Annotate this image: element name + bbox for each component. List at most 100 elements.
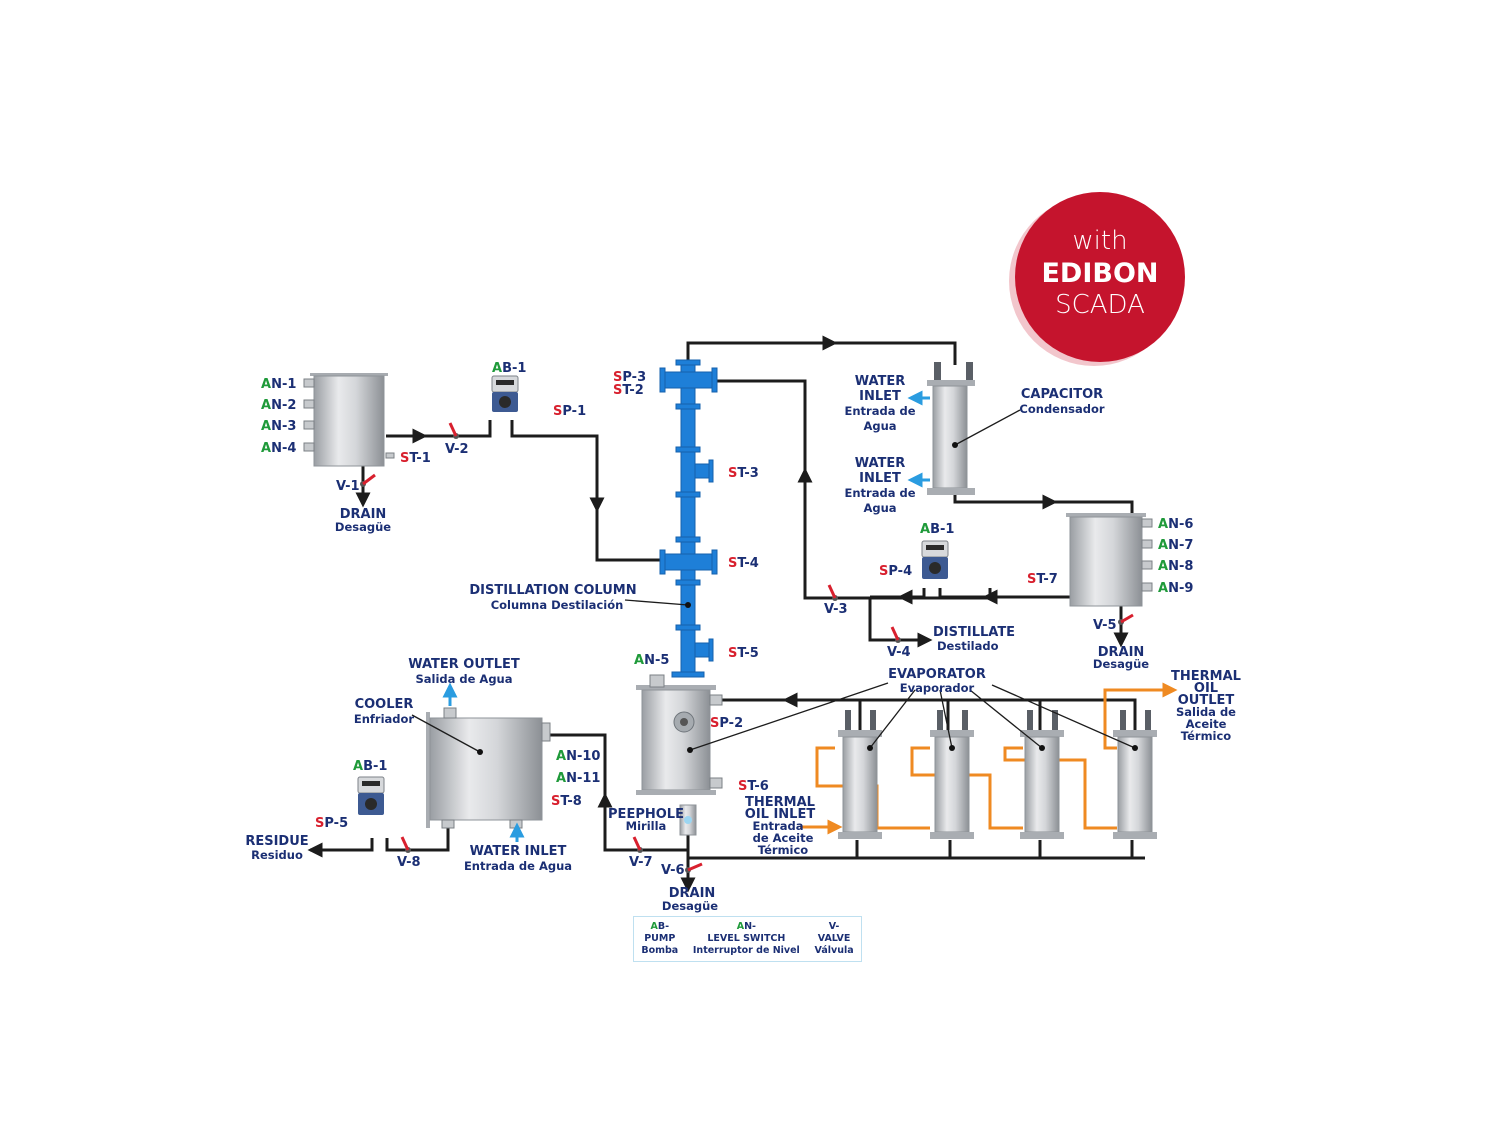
column-title: DISTILLATION COLUMN: [469, 583, 636, 598]
condenser-water-bottom-l4: Agua: [863, 501, 896, 515]
feed-pump[interactable]: [491, 375, 519, 412]
boiler: [636, 674, 723, 836]
tag-v-2: V-2: [445, 442, 469, 457]
boiler-drain-label: DRAIN: [669, 886, 716, 901]
feed-tank-body: [313, 375, 385, 467]
tag-v-8: V-8: [397, 855, 421, 870]
tag-an-2: AN-2: [261, 398, 296, 413]
legend-item-valve: V- VALVE Válvula: [814, 921, 854, 956]
oil-outlet-l1: THERMAL: [1171, 669, 1241, 684]
tag-v-5: V-5: [1093, 618, 1117, 633]
distillate-tank-body: [1069, 516, 1143, 607]
valve-v4[interactable]: [890, 626, 901, 643]
tag-st-6: ST-6: [738, 779, 769, 794]
tag-v-6: V-6: [661, 863, 685, 878]
condenser-water-top-l3: Entrada de: [845, 404, 916, 418]
cooler-water-inlet-es: Entrada de Agua: [464, 859, 572, 873]
feed-drain-label-es: Desagüe: [335, 520, 391, 534]
valve-v3[interactable]: [827, 584, 838, 601]
evaporator-vapor-header: [715, 698, 1137, 735]
tag-sp-5: SP-5: [315, 816, 348, 831]
condenser-water-top-l2: INLET: [859, 389, 901, 404]
oil-outlet-l3: OUTLET: [1178, 693, 1235, 708]
boiler-body: [641, 689, 711, 791]
oil-outlet-line: [1103, 682, 1178, 750]
valve-v5[interactable]: [1118, 613, 1134, 625]
leader-lines: [411, 409, 1138, 755]
cooled-residue-pipe: [310, 820, 450, 852]
tag-an-4: AN-4: [261, 441, 296, 456]
tag-st-2: ST-2: [613, 383, 644, 398]
tag-st-7: ST-7: [1027, 572, 1058, 587]
tag-an-9: AN-9: [1158, 581, 1193, 596]
tag-st-1: ST-1: [400, 451, 431, 466]
condenser-water-bottom-l3: Entrada de: [845, 486, 916, 500]
evaporator-3: [1020, 710, 1064, 839]
cooler-title-es: Enfriador: [354, 712, 415, 726]
condenser-title: CAPACITOR: [1021, 387, 1103, 402]
tag-v-3: V-3: [824, 602, 848, 617]
edibon-scada-badge: with EDIBON SCADA: [1015, 192, 1185, 362]
evaporator-title: EVAPORATOR: [888, 667, 986, 682]
peephole-label-es: Mirilla: [626, 819, 667, 833]
tag-v-1: V-1: [336, 479, 360, 494]
tag-st-3: ST-3: [728, 466, 759, 481]
condenser-water-top-l1: WATER: [855, 374, 906, 389]
valve-v8[interactable]: [400, 836, 411, 853]
oil-outlet-l4: Salida de: [1176, 705, 1236, 719]
boiler-drain-label-es: Desagüe: [662, 899, 718, 913]
cooler: [426, 682, 551, 842]
feed-drain-label: DRAIN: [340, 507, 387, 522]
vapor-pipe: [686, 341, 957, 365]
tag-ab-1-residue: AB-1: [353, 759, 387, 774]
oil-outlet-l2: OIL: [1194, 681, 1218, 696]
distillate-tank: [1066, 513, 1153, 607]
badge-line-with: with: [1072, 226, 1128, 256]
condenser-water-bottom-l2: INLET: [859, 471, 901, 486]
distillate-drain-label-es: Desagüe: [1093, 657, 1149, 671]
residue-label-es: Residuo: [251, 848, 303, 862]
tag-st-4: ST-4: [728, 556, 759, 571]
tag-sp-2: SP-2: [710, 716, 743, 731]
badge-line-edibon: EDIBON: [1041, 258, 1159, 289]
distillate-drain-label: DRAIN: [1098, 645, 1145, 660]
valve-v6[interactable]: [685, 862, 703, 873]
peephole-label: PEEPHOLE: [608, 807, 684, 822]
evaporators: [838, 710, 1157, 839]
evaporator-2: [930, 710, 974, 839]
valves: [360, 422, 1134, 873]
process-pipes: [307, 335, 1145, 893]
valve-v7[interactable]: [632, 836, 643, 853]
oil-inlet-l2: OIL INLET: [745, 807, 816, 822]
condenser-water-bottom-l1: WATER: [855, 456, 906, 471]
valve-v2[interactable]: [448, 422, 459, 439]
cooler-water-inlet: WATER INLET: [470, 844, 567, 859]
residue-label: RESIDUE: [245, 834, 308, 849]
tag-sp-4: SP-4: [879, 564, 912, 579]
cooler-water-outlet: WATER OUTLET: [408, 657, 520, 672]
legend-item-level-switch: AN- LEVEL SWITCH Interruptor de Nivel: [692, 921, 800, 956]
evaporator-4: [1113, 710, 1157, 839]
oil-inlet-l3: Entrada: [753, 819, 804, 833]
condenser-body: [932, 385, 968, 489]
condenser: [927, 362, 975, 495]
distillate-label: DISTILLATE: [933, 625, 1015, 640]
residue-pump[interactable]: [357, 776, 385, 815]
distillation-column: [659, 359, 718, 678]
valve-v1[interactable]: [360, 473, 376, 487]
tag-an-1: AN-1: [261, 377, 296, 392]
condensate-pipe: [953, 495, 1134, 514]
oil-inlet-l1: THERMAL: [745, 795, 815, 810]
distillate-pump[interactable]: [921, 540, 949, 579]
legend-box: AB- PUMP Bomba AN- LEVEL SWITCH Interrup…: [633, 916, 862, 962]
tag-ab-1-distillate: AB-1: [920, 522, 954, 537]
distillate-return-pipe: [870, 588, 1070, 599]
column-title-es: Columna Destilación: [491, 598, 624, 612]
evaporator-title-es: Evaporador: [900, 681, 975, 695]
feed-pipe: [386, 420, 675, 562]
legend-item-pump: AB- PUMP Bomba: [641, 921, 679, 956]
tag-st-8: ST-8: [551, 794, 582, 809]
tag-an-11: AN-11: [556, 771, 600, 786]
oil-line-3: [1003, 746, 1117, 830]
